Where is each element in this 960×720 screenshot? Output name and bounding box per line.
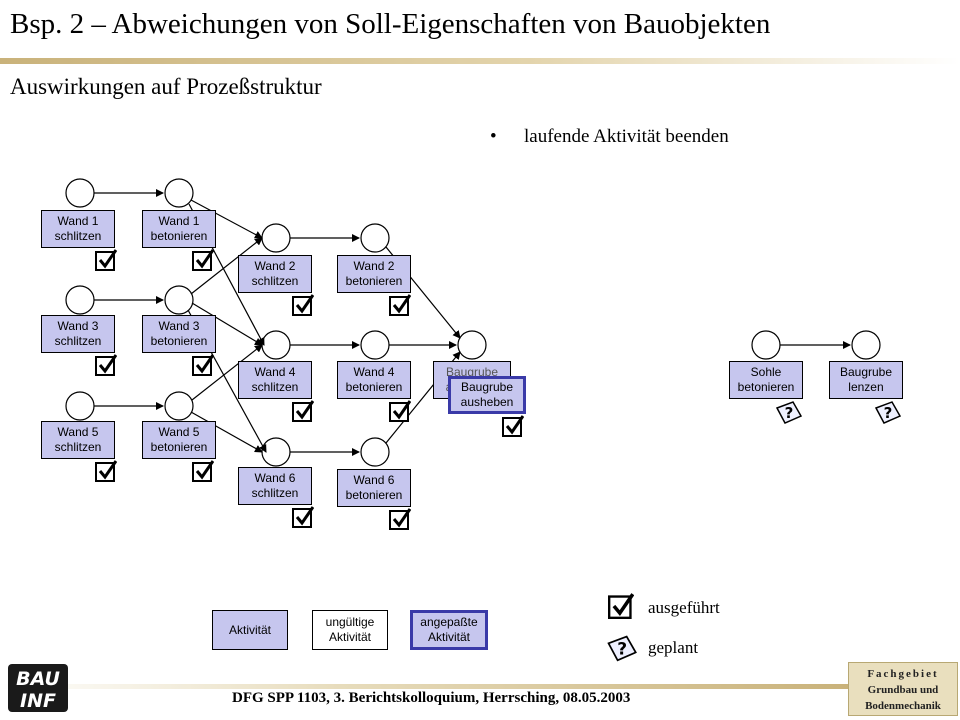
node-circle-w6s bbox=[261, 437, 291, 467]
svg-text:?: ? bbox=[617, 640, 627, 660]
check-box-icon bbox=[292, 506, 314, 528]
activity-wand1-betonieren: Wand 1 betonieren bbox=[142, 210, 216, 248]
bauinf-logo: BAU INF bbox=[8, 664, 68, 712]
check-box-icon bbox=[192, 354, 214, 376]
activity-wand4-betonieren: Wand 4 betonieren bbox=[337, 361, 411, 399]
activity-wand5-schlitzen: Wand 5 schlitzen bbox=[41, 421, 115, 459]
page-subtitle: Auswirkungen auf Prozeßstruktur bbox=[10, 74, 322, 99]
title-divider bbox=[0, 58, 960, 64]
node-circle-w4b bbox=[360, 330, 390, 360]
edge bbox=[190, 411, 263, 453]
edge bbox=[190, 237, 263, 295]
svg-text:?: ? bbox=[785, 404, 794, 422]
check-box-icon bbox=[608, 593, 634, 619]
svg-text:?: ? bbox=[884, 404, 893, 422]
edge bbox=[190, 199, 263, 239]
check-box-icon bbox=[95, 460, 117, 482]
activity-wand6-schlitzen: Wand 6 schlitzen bbox=[238, 467, 312, 505]
node-circle-w6b bbox=[360, 437, 390, 467]
node-circle-sohle bbox=[751, 330, 781, 360]
node-circle-w3b bbox=[164, 285, 194, 315]
check-box-icon bbox=[502, 415, 524, 437]
activity-wand6-betonieren: Wand 6 betonieren bbox=[337, 469, 411, 507]
activity-wand4-schlitzen: Wand 4 schlitzen bbox=[238, 361, 312, 399]
node-circle-w5b bbox=[164, 391, 194, 421]
activity-wand2-schlitzen: Wand 2 schlitzen bbox=[238, 255, 312, 293]
check-box-icon bbox=[292, 400, 314, 422]
bullet-text: laufende Aktivität beenden bbox=[524, 126, 729, 147]
activity-wand1-schlitzen: Wand 1 schlitzen bbox=[41, 210, 115, 248]
edge bbox=[191, 344, 263, 401]
activity-wand3-schlitzen: Wand 3 schlitzen bbox=[41, 315, 115, 353]
page-title: Bsp. 2 – Abweichungen von Soll-Eigenscha… bbox=[10, 8, 771, 40]
check-box-icon bbox=[95, 249, 117, 271]
question-mark-icon: ? bbox=[607, 635, 637, 662]
node-circle-w3s bbox=[65, 285, 95, 315]
node-circle-w4s bbox=[261, 330, 291, 360]
node-circle-w1b bbox=[164, 178, 194, 208]
activity-sohle-betonieren: Sohle betonieren bbox=[729, 361, 803, 399]
fachgebiet-logo: Fachgebiet Grundbau und Bodenmechanik bbox=[848, 662, 958, 716]
node-circle-lenzen bbox=[851, 330, 881, 360]
activity-wand2-betonieren: Wand 2 betonieren bbox=[337, 255, 411, 293]
check-box-icon bbox=[389, 400, 411, 422]
footer-text: DFG SPP 1103, 3. Berichtskolloquium, Her… bbox=[232, 690, 631, 706]
bullet-item: •laufende Aktivität beenden bbox=[490, 126, 729, 147]
node-circle-w2b bbox=[360, 223, 390, 253]
legend-planned-label: geplant bbox=[648, 638, 699, 657]
node-circle-w2s bbox=[261, 223, 291, 253]
check-box-icon bbox=[292, 294, 314, 316]
activity-baugrube-ausheben-adapted: Baugrube ausheben bbox=[448, 376, 526, 414]
check-box-icon bbox=[192, 249, 214, 271]
svg-text:INF: INF bbox=[20, 690, 56, 712]
node-circle-w1s bbox=[65, 178, 95, 208]
footer-divider bbox=[0, 684, 850, 689]
check-box-icon bbox=[192, 460, 214, 482]
svg-text:BAU: BAU bbox=[16, 668, 60, 690]
legend-activity: Aktivität bbox=[212, 610, 288, 650]
node-circle-w5s bbox=[65, 391, 95, 421]
activity-wand3-betonieren: Wand 3 betonieren bbox=[142, 315, 216, 353]
activity-baugrube-lenzen: Baugrube lenzen bbox=[829, 361, 903, 399]
edge bbox=[191, 302, 263, 346]
legend-adapted-activity: angepaßte Aktivität bbox=[410, 610, 488, 650]
check-box-icon bbox=[389, 508, 411, 530]
legend-invalid-activity: ungültige Aktivität bbox=[312, 610, 388, 650]
check-box-icon bbox=[95, 354, 117, 376]
legend-done-label: ausgeführt bbox=[648, 598, 720, 617]
activity-wand5-betonieren: Wand 5 betonieren bbox=[142, 421, 216, 459]
question-mark-icon: ? bbox=[874, 401, 902, 424]
question-mark-icon: ? bbox=[775, 401, 803, 424]
node-circle-ba bbox=[457, 330, 487, 360]
check-box-icon bbox=[389, 294, 411, 316]
